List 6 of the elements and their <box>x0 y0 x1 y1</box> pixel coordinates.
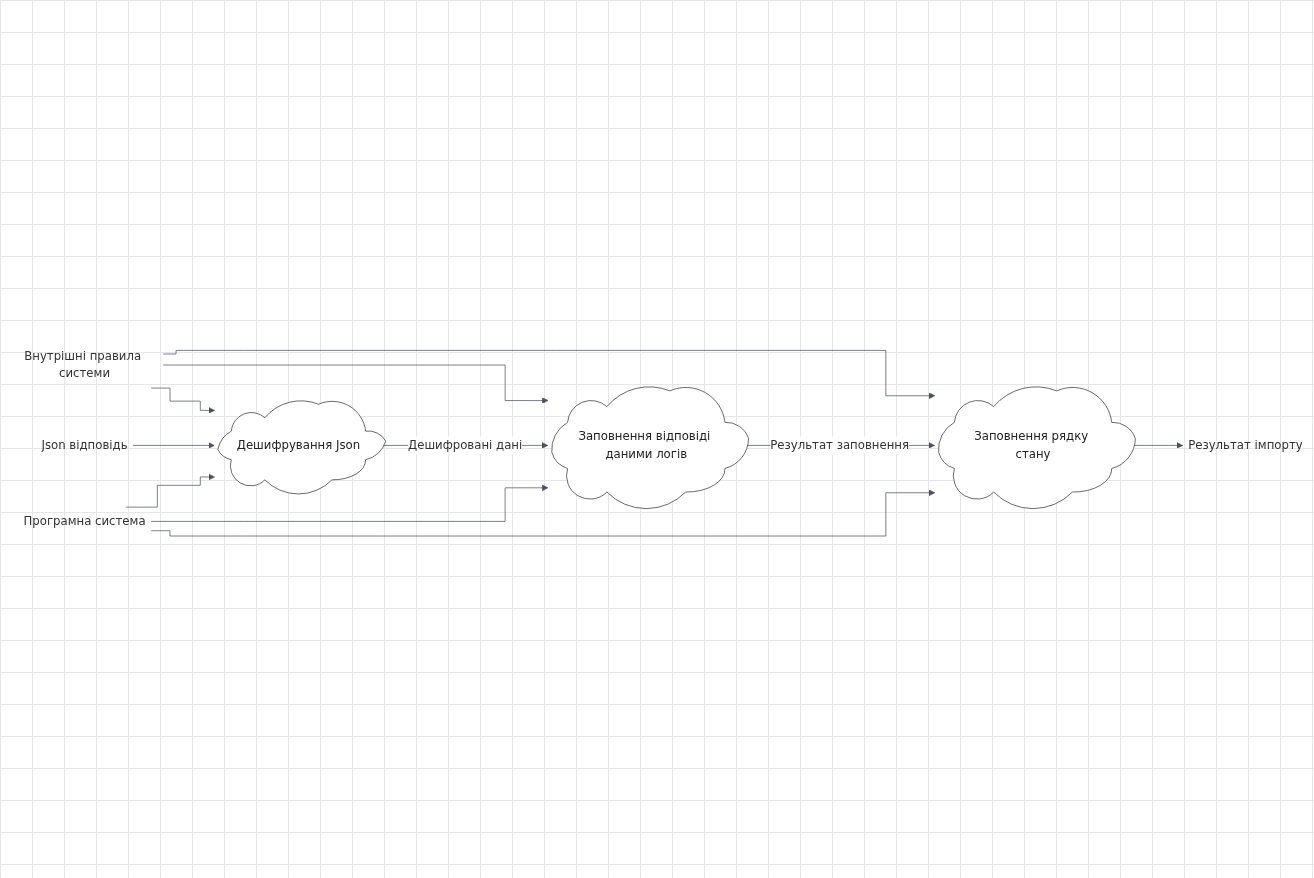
node-text: Результат імпорту <box>1188 438 1303 452</box>
node-text: Програмна система <box>23 514 146 528</box>
edge-label: Результат заповнення <box>770 438 910 452</box>
edge-label: Дешифровані дані <box>408 438 523 452</box>
node-text: Json відповідь <box>41 438 128 452</box>
node-text: Внутрішні правила системи <box>24 348 142 381</box>
